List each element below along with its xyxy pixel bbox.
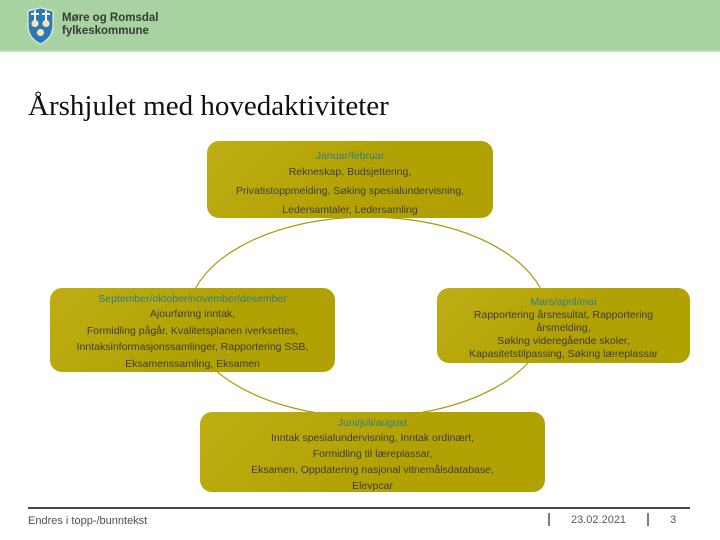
header-band: Møre og Romsdal fylkeskommune xyxy=(0,0,720,52)
activity-line: Ajourføring inntak, xyxy=(149,308,236,320)
activity-line: Rekneskap, Budsjettering, xyxy=(288,166,412,178)
activity-line: Ledersamtaler, Ledersamling xyxy=(282,204,418,216)
activity-line: Søking videregående skoler, xyxy=(497,335,630,347)
footer-page-number: 3 xyxy=(670,513,677,526)
activity-box-januar-februar: Januar/februar Rekneskap, Budsjettering,… xyxy=(207,141,493,218)
footer-date: 23.02.2021 xyxy=(571,513,627,526)
activity-line: Eksamen, Oppdatering nasjonal vitnemålsd… xyxy=(251,464,494,476)
month-label: Januar/februar xyxy=(315,150,385,162)
activity-line: årsmelding, xyxy=(536,322,591,334)
footer-divider xyxy=(28,507,690,509)
activity-line: Kapasitetstilpassing, Søking læreplassar xyxy=(468,348,659,360)
activity-line: Inntaksinformasjonssamlinger, Rapporteri… xyxy=(76,341,309,353)
activity-line: Formidling til læreplassar, xyxy=(312,448,433,460)
activity-line: Formidling pågår, Kvalitetsplanen iverks… xyxy=(86,324,299,337)
activity-box-mars-april-mai: Mars/april/mai Rapportering årsresultat,… xyxy=(437,288,690,363)
activity-line: Privatistoppmelding, Søking spesialunder… xyxy=(235,185,465,197)
month-label: September/oktober/november/desember xyxy=(98,293,287,305)
page-title: Årshjulet med hovedaktiviteter xyxy=(28,90,389,122)
footer-placeholder-text: Endres i topp-/bunntekst xyxy=(28,515,148,527)
org-name-line1: Møre og Romsdal xyxy=(62,12,159,24)
activity-line: Elevpcar xyxy=(352,480,393,492)
activity-line: Inntak spesialundervisning, Inntak ordin… xyxy=(270,432,475,444)
activity-line: Eksamenssamling, Eksamen xyxy=(125,357,260,370)
org-name: Møre og Romsdal fylkeskommune xyxy=(62,12,158,38)
month-label: Mars/april/mai xyxy=(530,296,597,308)
activity-line: Rapportering årsresultat, Rapportering xyxy=(473,309,654,321)
footer-separator xyxy=(647,513,650,526)
month-label: Juni/juli/august xyxy=(337,417,408,429)
footer-separator xyxy=(548,513,550,526)
county-coat-of-arms-icon xyxy=(27,7,54,45)
activity-box-juni-juli-august: Juni/juli/august Inntak spesialundervisn… xyxy=(200,412,545,492)
footer-right-group: 23.02.2021 3 xyxy=(548,513,676,526)
activity-box-september-desember: September/oktober/november/desember Ajou… xyxy=(50,288,335,372)
org-name-line2: fylkeskommune xyxy=(62,25,149,37)
